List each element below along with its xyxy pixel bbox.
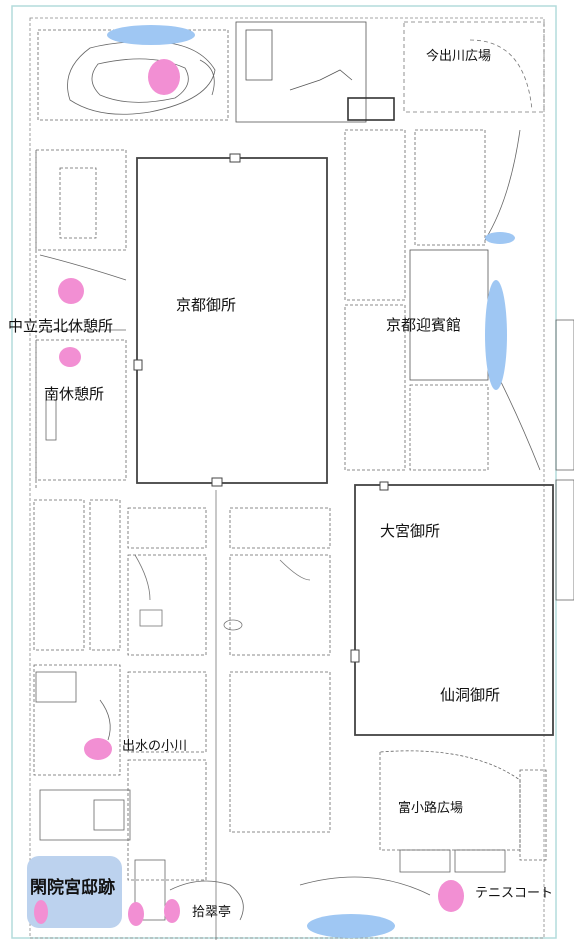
- park-boundary: [11, 5, 557, 939]
- marker-kaninnomiya: [34, 900, 48, 924]
- omiya-sento-compound: [350, 481, 554, 736]
- marker-minami-kyukei: [59, 347, 81, 367]
- marker-north-garden: [148, 59, 180, 95]
- label-sento-gosho: 仙洞御所: [440, 686, 501, 704]
- highlight-markers: [34, 59, 464, 926]
- label-geihinkan: 京都迎賓館: [386, 316, 462, 334]
- central-south-blocks: [33, 499, 331, 881]
- park-outline: [29, 17, 545, 939]
- marker-demizu: [84, 738, 112, 760]
- north-pond: [107, 25, 195, 45]
- north-building-complex: [235, 21, 395, 123]
- label-nakadachiuri-rest: 中立売北休憩所: [8, 317, 114, 335]
- label-tennis-court: テニスコート: [475, 886, 554, 901]
- south-pond: [307, 914, 395, 938]
- south-gardens: [134, 859, 431, 921]
- imadegawa-plaza: [403, 21, 545, 113]
- label-kaninnomiya: 閑院宮邸跡: [30, 878, 115, 898]
- southwest-garden: [35, 671, 131, 841]
- kyoto-gosho-compound: [133, 153, 328, 487]
- marker-nakadachiuri: [58, 278, 84, 304]
- label-omiya-gosho: 大宮御所: [380, 522, 441, 540]
- label-kyoto-gosho: 京都御所: [176, 296, 237, 314]
- east-edge: [555, 319, 574, 601]
- marker-south-1: [128, 902, 144, 926]
- label-demizu-stream: 出水の小川: [122, 739, 188, 754]
- label-minami-rest: 南休憩所: [44, 385, 105, 403]
- water-features: [107, 25, 515, 938]
- west-strip: [35, 149, 127, 490]
- tominokoji-area: [379, 750, 547, 873]
- label-shusuitei: 拾翠亭: [192, 905, 232, 920]
- kaninnomiya-area: [27, 856, 122, 928]
- label-imadegawa-plaza: 今出川広場: [426, 49, 492, 64]
- label-tominokoji-plaza: 富小路広場: [398, 801, 464, 816]
- geihinkan-pond-large: [485, 280, 507, 390]
- marker-shusuitei: [164, 899, 180, 923]
- geihinkan-area: [344, 129, 541, 471]
- geihinkan-pond-small: [485, 232, 515, 244]
- central-paths: [134, 490, 311, 940]
- marker-tennis: [438, 880, 464, 912]
